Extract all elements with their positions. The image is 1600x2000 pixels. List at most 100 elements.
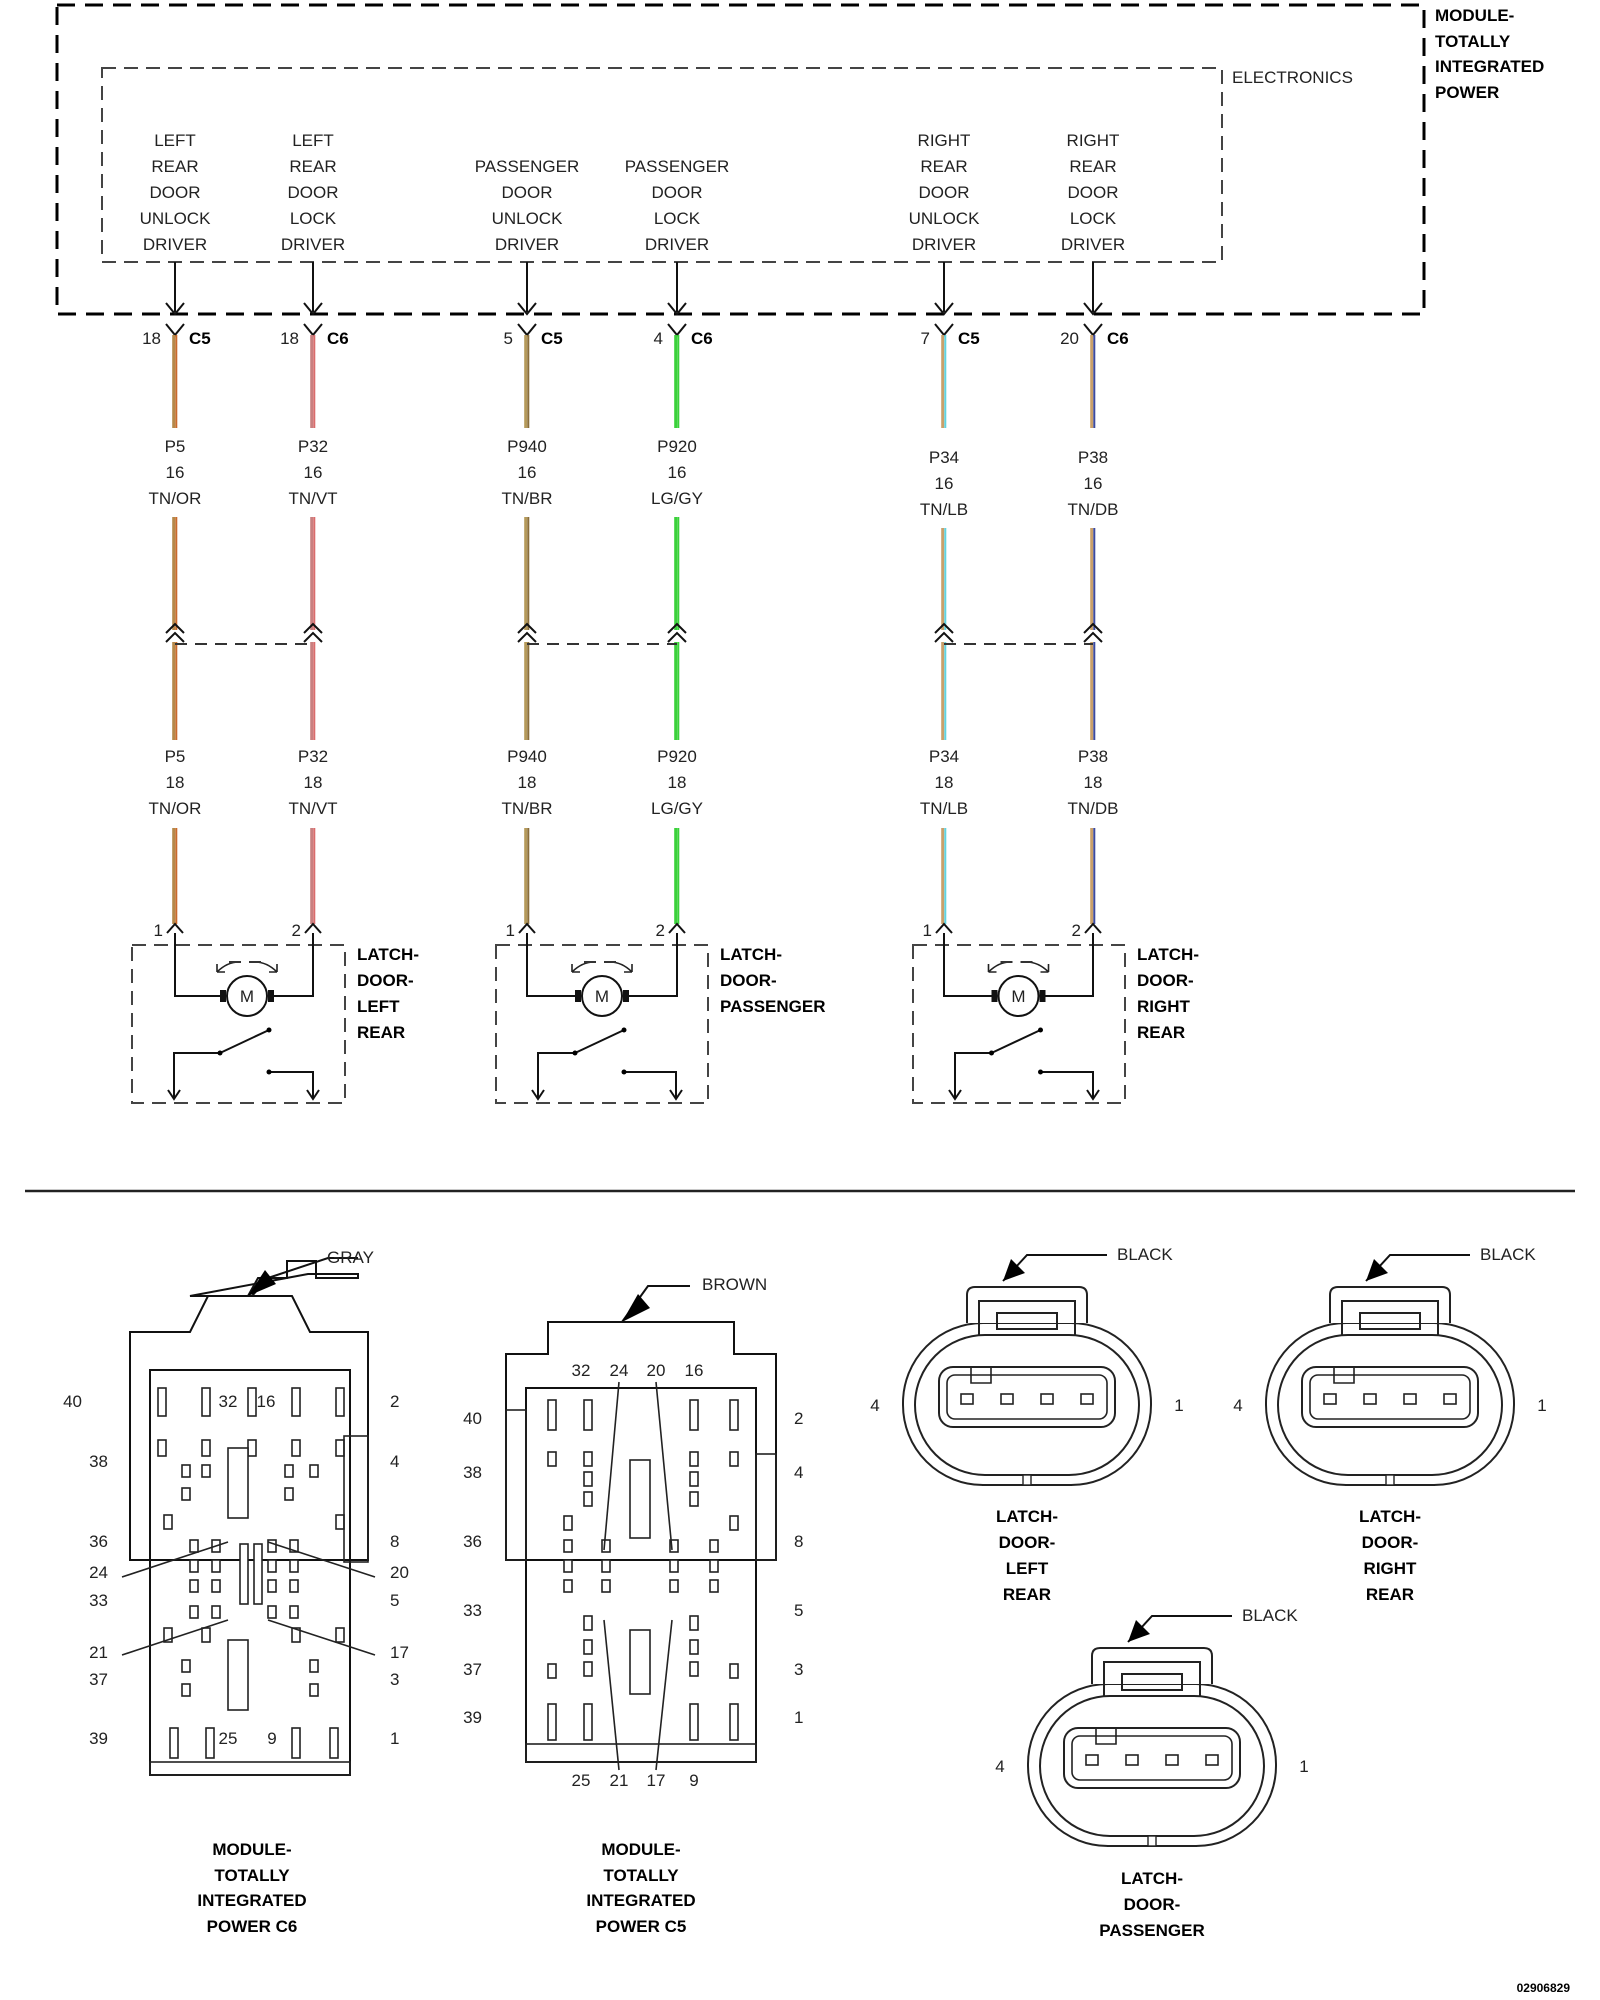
c5-cavity (547, 1451, 557, 1467)
module-title-line-2: TOTALLY (1435, 32, 1511, 51)
latch-3-label-line-1: LATCH- (1137, 945, 1199, 964)
latch-pin-5: 1 (923, 921, 932, 940)
module-terminal-chevron (165, 302, 185, 316)
wire-bottom-color-4: LG/GY (651, 799, 703, 818)
c5-cavity (583, 1639, 593, 1655)
c6-cavity (267, 1559, 277, 1573)
driver-label-2-line-5: DRIVER (281, 235, 345, 254)
driver-label-6-line-2: REAR (1069, 157, 1116, 176)
c6-pin-36: 36 (89, 1532, 108, 1551)
latch-lock-tower (1329, 1286, 1451, 1323)
switch-pivot (572, 1050, 578, 1056)
c6-cavity (189, 1605, 199, 1619)
latch-lock-tab (1121, 1673, 1183, 1691)
switch-ground-right (669, 1089, 683, 1101)
c5-cavity (601, 1579, 611, 1593)
inline-chevron-lower (165, 631, 185, 643)
c6-cavity (284, 1464, 294, 1478)
wire-bottom-circuit-3: P940 (507, 747, 547, 766)
switch-lead-left (954, 1052, 992, 1098)
latch_right_rear-pin-left: 4 (1233, 1396, 1242, 1415)
latch-3-label-line-4: REAR (1137, 1023, 1185, 1042)
c5-cavity (583, 1399, 593, 1431)
driver-label-5-line-2: REAR (920, 157, 967, 176)
latch-terminal-window-inner (946, 1374, 1108, 1420)
c5-pin-40: 40 (463, 1409, 482, 1428)
c5-cavity (689, 1703, 699, 1741)
latch-cavity-2 (1165, 1754, 1179, 1766)
latch-face-outer (902, 1322, 1152, 1486)
c5-cavity (689, 1661, 699, 1677)
switch-pivot (217, 1050, 223, 1056)
c5-cavity (547, 1663, 557, 1679)
c5-cavity (709, 1559, 719, 1573)
wire-top-color-3: TN/BR (502, 489, 553, 508)
latch_right_rear-color-label: BLACK (1480, 1245, 1536, 1264)
latch-cavity-2 (1403, 1393, 1417, 1405)
latch_right_rear-name-line-4: REAR (1366, 1585, 1414, 1604)
connector-c5-face: BROWN 40 38 36 33 37 39 2 4 8 5 3 1 32 2… (463, 1275, 803, 1936)
driver-label-6-line-1: RIGHT (1067, 131, 1120, 150)
wire-top-color-1: TN/OR (149, 489, 202, 508)
c6-pin-3: 3 (390, 1670, 399, 1689)
latch-pin-1: 1 (154, 921, 163, 940)
inline-chevron-lower (667, 631, 687, 643)
latch-cavity-3 (1000, 1393, 1014, 1405)
c6-name-line-2: TOTALLY (214, 1866, 290, 1885)
harness-terminal-chevron (1083, 323, 1103, 337)
harness-terminal-chevron (517, 323, 537, 337)
switch-ground-left (948, 1089, 962, 1101)
switch-ground-left (531, 1089, 545, 1101)
switch-contact-top (1038, 1027, 1043, 1033)
latch-pin-6: 2 (1072, 921, 1081, 940)
latch-cavity-1 (1443, 1393, 1457, 1405)
c5-cavity (729, 1515, 739, 1531)
c5-cavity (729, 1399, 739, 1431)
switch-blade (219, 1029, 270, 1054)
switch-contact-bottom (266, 1069, 272, 1075)
c6-cavity (289, 1559, 299, 1573)
c5-pin-32: 32 (572, 1361, 591, 1380)
module-outline (55, 3, 1426, 316)
c6-cavity (309, 1464, 319, 1478)
motor-brush-right (268, 990, 274, 1002)
latch-lock-tab (1359, 1312, 1421, 1330)
latch-2-label-line-2: DOOR- (720, 971, 777, 990)
c6-cavity (211, 1579, 221, 1593)
latch_left_rear-name-line-4: REAR (1003, 1585, 1051, 1604)
module-pin-6: 20 (1060, 329, 1079, 348)
module-pin-3: 5 (504, 329, 513, 348)
c6-pin-39: 39 (89, 1729, 108, 1748)
latch-face-outer (1265, 1322, 1515, 1486)
wire-top-gauge-3: 16 (518, 463, 537, 482)
wire-bottom-circuit-2: P32 (298, 747, 328, 766)
c5-cavity (563, 1515, 573, 1531)
wire-bottom-circuit-4: P920 (657, 747, 697, 766)
c6-cavity (335, 1514, 345, 1530)
driver-label-3-line-4: DRIVER (495, 235, 559, 254)
inline-chevron-lower (517, 631, 537, 643)
c5-pin-37: 37 (463, 1660, 482, 1679)
c5-pin-3: 3 (794, 1660, 803, 1679)
c6-cavity (227, 1639, 249, 1711)
wire-top-color-5: TN/LB (920, 500, 968, 519)
latch-key (1333, 1367, 1355, 1384)
rotation-arrow-right (269, 964, 278, 973)
c6-cavity (289, 1539, 299, 1553)
c6-cavity (201, 1387, 211, 1417)
c6-cavity (181, 1659, 191, 1673)
rotation-arc-left (571, 961, 595, 973)
latch-1-label-line-1: LATCH- (357, 945, 419, 964)
switch-ground-left (167, 1089, 181, 1101)
c6-cavity (163, 1627, 173, 1643)
c6-cavity (201, 1464, 211, 1478)
c6-pin-17: 17 (390, 1643, 409, 1662)
c5-cavity (689, 1399, 699, 1431)
inline-chevron-upper (1083, 622, 1103, 634)
wire-bottom-color-2: TN/VT (288, 799, 337, 818)
